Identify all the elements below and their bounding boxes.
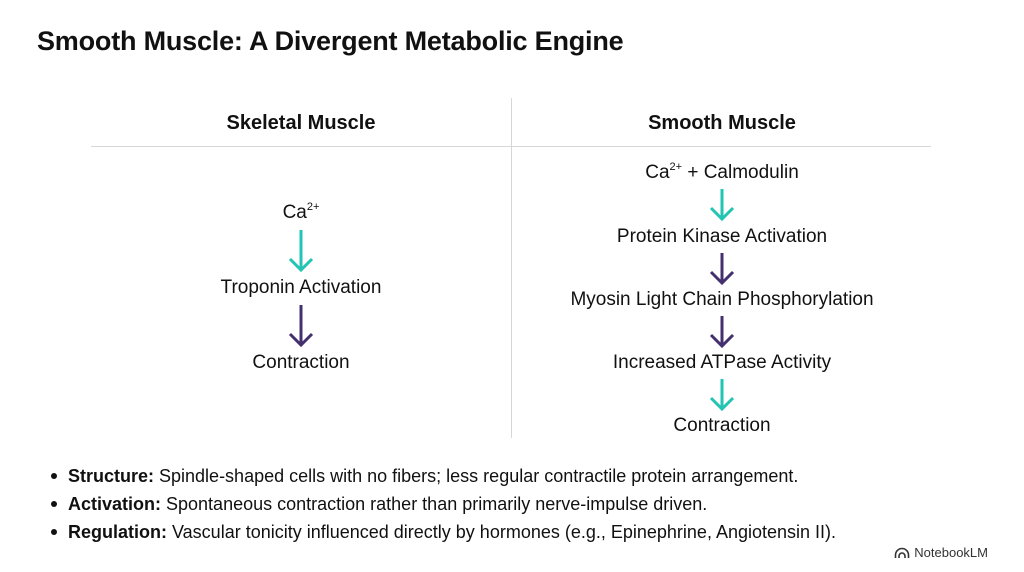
skeletal-step-calcium: Ca2+ [282, 201, 320, 224]
smooth-muscle-heading: Smooth Muscle [648, 112, 796, 134]
bullet-regulation: Regulation: Vascular tonicity influenced… [46, 518, 836, 546]
smooth-step-protein-kinase: Protein Kinase Activation [616, 226, 828, 247]
skeletal-arrow-1 [288, 230, 314, 273]
bullet-structure: Structure: Spindle-shaped cells with no … [46, 462, 836, 490]
smooth-arrow-4 [709, 379, 735, 412]
smooth-arrow-3 [709, 316, 735, 349]
smooth-arrow-2 [709, 253, 735, 286]
skeletal-step-troponin: Troponin Activation [220, 277, 382, 298]
column-divider [511, 98, 512, 438]
bullet-activation: Activation: Spontaneous contraction rath… [46, 490, 836, 518]
smooth-step-contraction: Contraction [673, 415, 771, 436]
skeletal-muscle-heading: Skeletal Muscle [226, 112, 376, 134]
smooth-arrow-1 [709, 189, 735, 222]
smooth-step-calmodulin: Ca2+ + Calmodulin [645, 161, 799, 184]
smooth-step-atpase: Increased ATPase Activity [612, 352, 832, 373]
skeletal-step-contraction: Contraction [252, 352, 350, 373]
skeletal-arrow-2 [288, 305, 314, 348]
summary-bullets: Structure: Spindle-shaped cells with no … [46, 462, 836, 546]
notebooklm-logo-icon [894, 547, 910, 558]
smooth-step-myosin: Myosin Light Chain Phosphorylation [570, 289, 874, 310]
notebooklm-watermark: NotebookLM [894, 545, 988, 560]
page-title: Smooth Muscle: A Divergent Metabolic Eng… [37, 26, 624, 56]
